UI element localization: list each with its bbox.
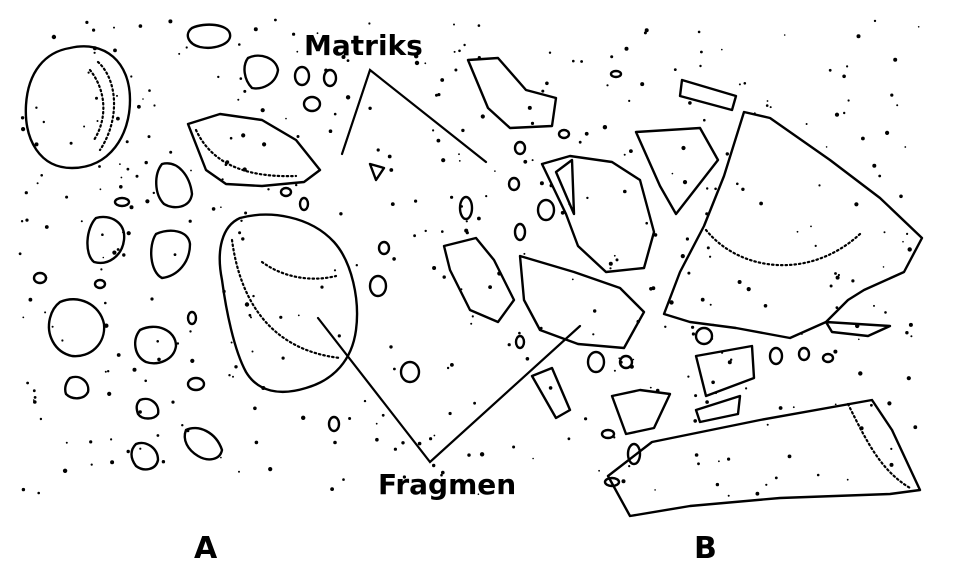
grain-angular <box>186 112 322 188</box>
fragment-sliver <box>554 158 576 216</box>
matrix-leader-line <box>340 68 488 164</box>
grain-small <box>155 162 194 209</box>
grain-small <box>130 441 160 471</box>
fragment-angular <box>610 388 672 436</box>
panel-a-grains <box>24 23 421 471</box>
fragment-angular <box>694 344 756 398</box>
grain-small <box>186 23 232 49</box>
fragment-angular <box>540 154 656 274</box>
matrix-label: Matriks <box>304 29 423 62</box>
panel-b-fragments <box>442 56 924 518</box>
grain-shading-arc <box>194 128 298 178</box>
fragment-angular <box>634 126 720 216</box>
matrix-stipple <box>18 18 920 497</box>
fragment-large <box>662 110 924 340</box>
fragment-angular <box>518 254 646 350</box>
grain-small <box>135 397 160 420</box>
panel-b-label: B <box>694 531 717 566</box>
grain-shading-arc <box>230 238 342 360</box>
matrix-pebbles-a <box>32 65 421 433</box>
grain-round-large <box>24 45 132 170</box>
grain-small <box>86 215 126 265</box>
grain-small <box>134 325 178 365</box>
grain-small <box>243 54 280 90</box>
grain-rounded-large <box>218 213 359 394</box>
fragment-bar <box>678 78 738 112</box>
fragment-angular <box>466 56 558 130</box>
grain-small <box>64 375 90 400</box>
fragment-bar <box>694 394 742 424</box>
matrix-pebbles-b <box>458 69 835 488</box>
grain-shading-arc <box>260 260 338 280</box>
panel-a-label: A <box>194 531 218 566</box>
grain-small <box>183 426 224 461</box>
grain-shading-arc <box>88 68 105 142</box>
fragment-bar <box>530 366 572 420</box>
fragment-slab <box>606 398 922 518</box>
grain-small <box>150 229 192 280</box>
fragment-leader-line <box>316 316 582 464</box>
leader-lines <box>316 68 582 464</box>
grain-shading-arc <box>846 402 912 490</box>
fragment-label: Fragmen <box>378 468 516 501</box>
fragment-angular <box>442 236 516 324</box>
grain-shading-arc <box>96 60 116 152</box>
fragment-bar <box>824 320 892 338</box>
grain-shading-arc <box>704 228 862 267</box>
grain-rounded <box>47 298 106 358</box>
